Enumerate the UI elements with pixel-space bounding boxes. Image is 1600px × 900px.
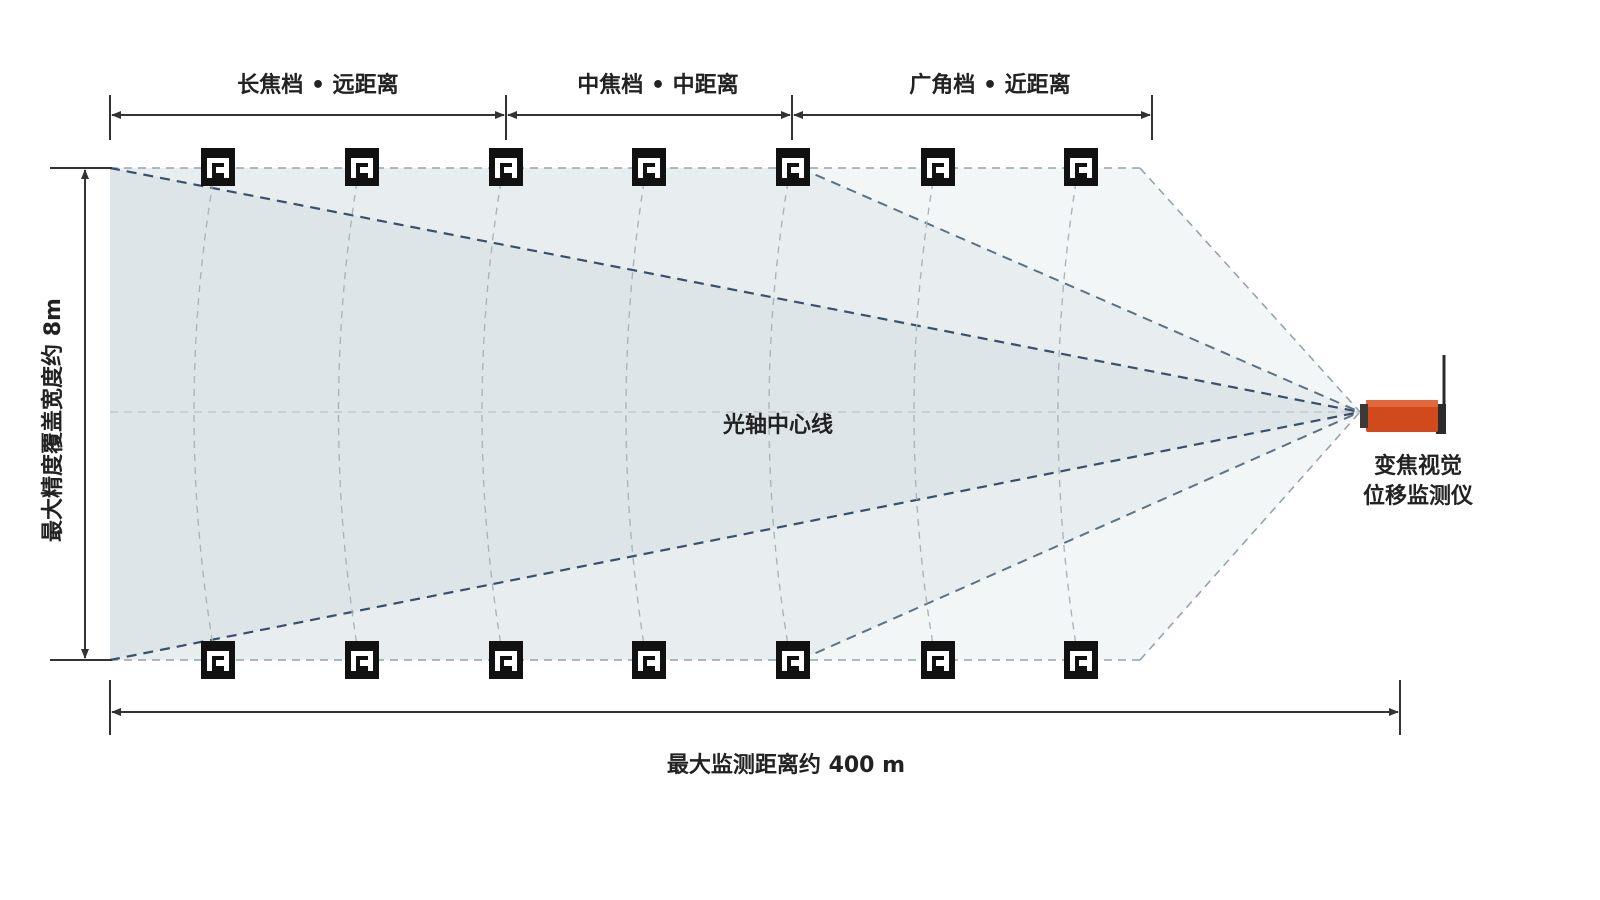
long-upper-ray <box>109 166 1361 414</box>
boundary-lines <box>110 167 1361 661</box>
device-label-line2: 位移监测仪 <box>1363 483 1474 509</box>
long-lower-ray <box>109 410 1361 662</box>
width-dimension <box>50 167 112 661</box>
zone-wide-label: 广角档 • 近距离 <box>909 72 1070 98</box>
fov-long-region <box>110 168 1360 660</box>
optical-axis-label: 光轴中心线 <box>722 412 833 438</box>
device-body-highlight <box>1366 400 1438 407</box>
max-distance-label: 最大监测距离约 400 m <box>667 752 905 778</box>
target-marker-icon <box>776 641 810 679</box>
zone-mid-label: 中焦档 • 中距离 <box>577 72 738 98</box>
target-marker-icon <box>489 641 523 679</box>
device-lens <box>1360 404 1368 428</box>
target-marker-icon <box>201 148 235 186</box>
targets-bottom-row <box>201 641 1098 679</box>
targets-top-row <box>201 148 1098 186</box>
target-marker-icon <box>632 641 666 679</box>
zone-dimension <box>109 95 1153 140</box>
target-marker-icon <box>345 641 379 679</box>
wide-upper-ray <box>1139 167 1361 413</box>
target-marker-icon <box>1064 641 1098 679</box>
max-width-label: 最大精度覆盖宽度约 8m <box>40 298 66 542</box>
target-marker-icon <box>345 148 379 186</box>
focus-rays <box>109 166 1361 662</box>
device-body <box>1366 400 1438 432</box>
distance-dimension <box>109 680 1401 735</box>
device-label-line1: 变焦视觉 <box>1374 453 1462 479</box>
mid-lower-ray <box>799 411 1361 661</box>
device-mount <box>1436 404 1446 434</box>
target-marker-icon <box>1064 148 1098 186</box>
zone-long-label: 长焦档 • 远距离 <box>237 72 398 98</box>
zoom-camera-device-icon <box>1360 355 1446 434</box>
fov-regions <box>110 168 1360 660</box>
target-marker-icon <box>201 641 235 679</box>
target-marker-icon <box>489 148 523 186</box>
target-marker-icon <box>921 148 955 186</box>
target-marker-icon <box>776 148 810 186</box>
target-marker-icon <box>921 641 955 679</box>
target-marker-icon <box>632 148 666 186</box>
